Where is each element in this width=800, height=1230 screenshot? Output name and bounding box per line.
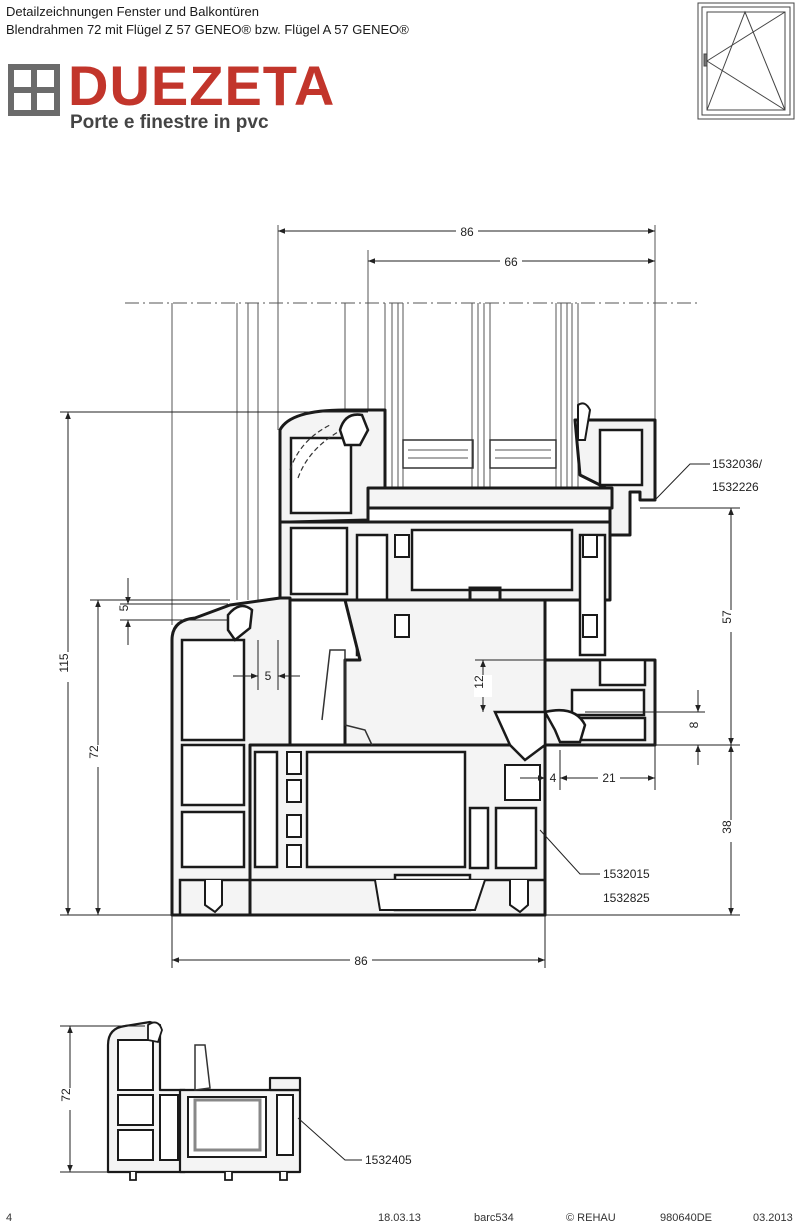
dim-8: 8 — [687, 721, 701, 728]
part-frame-line1: 1532015 — [603, 867, 650, 881]
dim-38: 38 — [720, 820, 734, 834]
part-seal-line1: 1532036/ — [712, 457, 763, 471]
dim-top-overall: 86 — [460, 225, 474, 239]
glass-panes — [171, 225, 656, 625]
dim-left-frame: 72 — [87, 745, 101, 759]
part-frame-line2: 1532825 — [603, 891, 650, 905]
header-subtitle: Blendrahmen 72 mit Flügel Z 57 GENEO® bz… — [6, 22, 409, 37]
detail-part-number: 1532405 — [365, 1153, 412, 1167]
footer-copyright: © REHAU — [566, 1212, 616, 1224]
spacer-bars — [402, 439, 557, 469]
dim-left-total: 115 — [57, 653, 71, 672]
footer-month: 03.2013 — [753, 1212, 793, 1224]
footer-code: barc534 — [474, 1212, 514, 1224]
window-thumbnail-icon — [697, 2, 795, 120]
dim-12: 12 — [472, 675, 486, 689]
footer-page-number: 4 — [6, 1212, 13, 1224]
detail-dim: 72 — [59, 1088, 73, 1102]
dim-21: 21 — [602, 771, 616, 785]
brand-name: DUEZETA — [68, 54, 336, 117]
dim-small-5-vertical: 5 — [117, 604, 131, 611]
dim-4: 4 — [550, 771, 557, 785]
brand-tagline: Porte e finestre in pvc — [70, 112, 269, 133]
dim-bottom: 86 — [354, 954, 368, 968]
footer-doc-number: 980640DE — [660, 1212, 712, 1224]
footer-date: 18.03.13 — [378, 1212, 421, 1224]
dim-57: 57 — [720, 610, 734, 624]
header-title: Detailzeichnungen Fenster und Balkontüre… — [6, 4, 259, 19]
dim-top-glass: 66 — [504, 255, 518, 269]
window-logo-icon — [8, 64, 60, 116]
dim-small-5-horizontal: 5 — [265, 669, 272, 683]
part-seal-line2: 1532226 — [712, 480, 759, 494]
